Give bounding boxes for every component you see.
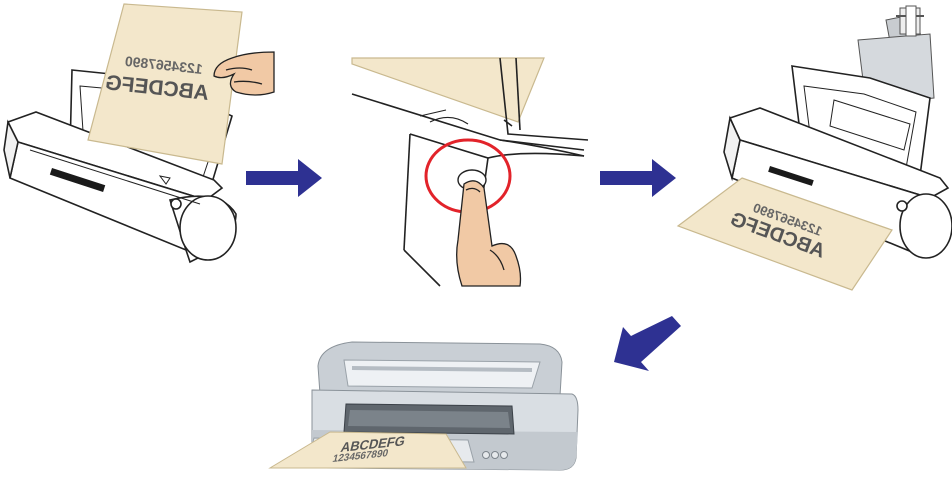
arrow-2-right — [600, 159, 676, 197]
arrow-1-right — [246, 159, 322, 197]
step-2-press-button — [352, 58, 588, 286]
printer-button-2 — [492, 452, 499, 459]
printed-copy: ABCDEFG 1234567890 — [270, 432, 466, 468]
paper-2 — [352, 58, 544, 122]
arrow-3-down-left — [614, 316, 681, 371]
finger-icon — [457, 181, 521, 286]
printer-button-1 — [483, 452, 490, 459]
step-1-insert-document: ABCDEFG 1234567890 — [4, 4, 274, 262]
paper-1: ABCDEFG 1234567890 — [88, 4, 242, 164]
step-4-printer: ABCDEFG 1234567890 — [270, 342, 578, 470]
printer-button-3 — [501, 452, 508, 459]
step-3-document-out: ABCDEFG 1234567890 — [678, 6, 952, 290]
